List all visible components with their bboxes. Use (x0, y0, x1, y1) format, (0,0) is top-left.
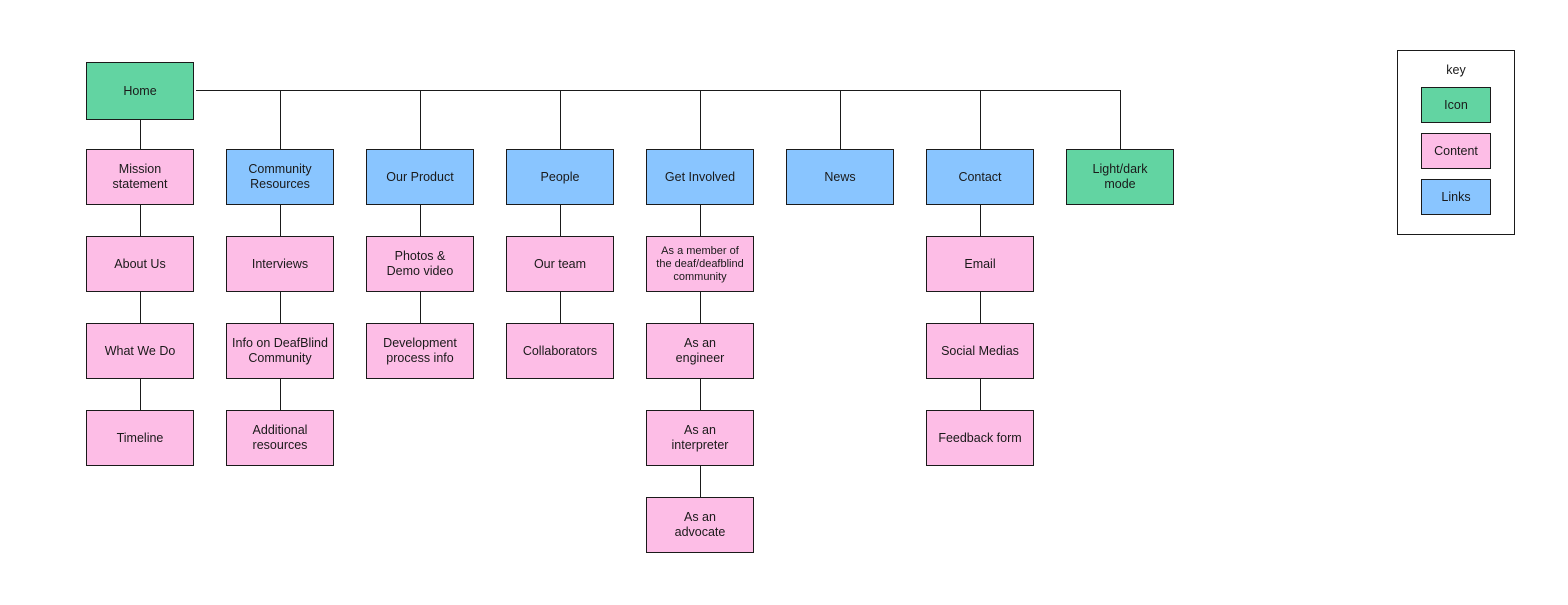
node-info-on-deafblind-community: Info on DeafBlind Community (226, 323, 334, 379)
node-label: About Us (114, 256, 166, 271)
node-label: News (824, 169, 856, 184)
node-label: Feedback form (938, 430, 1022, 445)
legend-label: Content (1434, 144, 1478, 158)
node-label: What We Do (104, 343, 176, 358)
node-as-an-advocate: As an advocate (646, 497, 754, 553)
node-home: Home (86, 62, 194, 120)
node-label: As an engineer (675, 336, 725, 365)
node-news: News (786, 149, 894, 205)
node-development-process-info: Development process info (366, 323, 474, 379)
node-label: Timeline (116, 430, 164, 445)
node-our-product: Our Product (366, 149, 474, 205)
node-people: People (506, 149, 614, 205)
legend-key: key Icon Content Links (1397, 50, 1515, 235)
node-label: Additional resources (252, 423, 308, 452)
legend-title: key (1446, 63, 1466, 77)
legend-content-swatch: Content (1421, 133, 1491, 169)
node-as-an-engineer: As an engineer (646, 323, 754, 379)
node-photos-demo-video: Photos & Demo video (366, 236, 474, 292)
node-get-involved: Get Involved (646, 149, 754, 205)
node-light-dark-mode: Light/dark mode (1066, 149, 1174, 205)
node-label: Home (123, 83, 157, 98)
node-label: Get Involved (664, 169, 736, 184)
node-contact: Contact (926, 149, 1034, 205)
legend-links-swatch: Links (1421, 179, 1491, 215)
node-label: Collaborators (522, 343, 598, 358)
node-collaborators: Collaborators (506, 323, 614, 379)
node-label: Light/dark mode (1092, 162, 1148, 191)
node-label: Community Resources (248, 162, 312, 191)
node-feedback-form: Feedback form (926, 410, 1034, 466)
legend-icon-swatch: Icon (1421, 87, 1491, 123)
node-timeline: Timeline (86, 410, 194, 466)
node-about-us: About Us (86, 236, 194, 292)
node-mission-statement: Mission statement (86, 149, 194, 205)
node-our-team: Our team (506, 236, 614, 292)
node-email: Email (926, 236, 1034, 292)
legend-label: Links (1441, 190, 1471, 204)
node-label: As an advocate (674, 510, 726, 539)
node-label: Email (964, 256, 996, 271)
node-additional-resources: Additional resources (226, 410, 334, 466)
node-label: Info on DeafBlind Community (232, 336, 328, 365)
node-label: As a member of the deaf/deafblind commun… (656, 244, 744, 283)
node-label: People (540, 169, 580, 184)
node-label: Our Product (386, 169, 454, 184)
node-label: Our team (533, 256, 587, 271)
node-interviews: Interviews (226, 236, 334, 292)
node-label: Social Medias (941, 343, 1019, 358)
node-social-medias: Social Medias (926, 323, 1034, 379)
node-as-a-member-of-the-deaf-deafblind-community: As a member of the deaf/deafblind commun… (646, 236, 754, 292)
node-label: Contact (958, 169, 1002, 184)
node-label: As an interpreter (671, 423, 729, 452)
node-what-we-do: What We Do (86, 323, 194, 379)
legend-label: Icon (1444, 98, 1468, 112)
node-label: Photos & Demo video (386, 249, 454, 278)
node-label: Interviews (251, 256, 309, 271)
node-community-resources: Community Resources (226, 149, 334, 205)
node-label: Development process info (383, 336, 457, 365)
node-as-an-interpreter: As an interpreter (646, 410, 754, 466)
node-label: Mission statement (112, 162, 168, 191)
